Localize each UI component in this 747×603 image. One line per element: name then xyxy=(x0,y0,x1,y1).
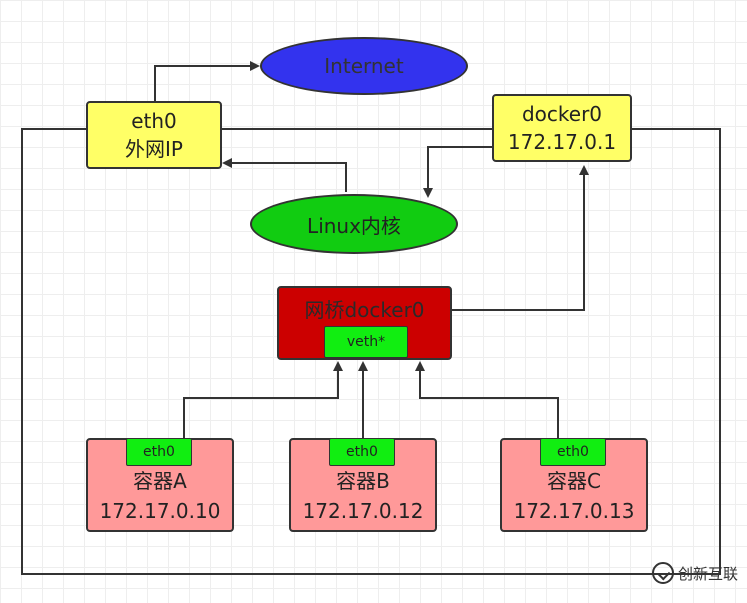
host-boundary xyxy=(21,128,721,575)
brand-logo-icon xyxy=(652,562,674,584)
container-a-eth0: eth0 xyxy=(126,438,192,466)
docker0-ip: 172.17.0.1 xyxy=(507,130,617,154)
linux-kernel-node: Linux内核 xyxy=(250,194,458,254)
watermark: 创新互联 xyxy=(652,562,738,584)
container-c-nic-label: eth0 xyxy=(557,444,589,460)
docker0-node: docker0 172.17.0.1 xyxy=(492,94,632,162)
arrow-containerC-to-bridge xyxy=(415,361,559,438)
internet-node: Internet xyxy=(260,37,468,95)
veth-interface: veth* xyxy=(324,326,408,358)
container-a-ip: 172.17.0.10 xyxy=(99,499,221,523)
container-b-name: 容器B xyxy=(336,469,390,493)
arrow-bridge-to-docker0 xyxy=(452,165,589,311)
arrow-kernel-to-eth0 xyxy=(222,158,347,192)
bridge-label: 网桥docker0 xyxy=(304,298,425,322)
container-b-nic-label: eth0 xyxy=(346,444,378,460)
linux-kernel-label: Linux内核 xyxy=(307,213,401,238)
container-b-eth0: eth0 xyxy=(329,438,395,466)
container-a-name: 容器A xyxy=(133,469,187,493)
internet-label: Internet xyxy=(324,54,404,78)
container-b-node: eth0 容器B 172.17.0.12 xyxy=(289,438,437,532)
arrow-docker0-to-kernel xyxy=(423,146,492,198)
container-a-nic-label: eth0 xyxy=(143,444,175,460)
container-c-node: eth0 容器C 172.17.0.13 xyxy=(500,438,648,532)
container-b-ip: 172.17.0.12 xyxy=(302,499,424,523)
host-eth0-node: eth0 外网IP xyxy=(86,101,222,169)
host-eth0-sublabel: 外网IP xyxy=(125,137,183,161)
container-a-node: eth0 容器A 172.17.0.10 xyxy=(86,438,234,532)
arrow-containerA-to-bridge xyxy=(183,361,343,438)
arrow-eth0-to-internet xyxy=(154,61,260,101)
watermark-text: 创新互联 xyxy=(678,564,739,583)
container-c-ip: 172.17.0.13 xyxy=(513,499,635,523)
docker0-label: docker0 xyxy=(521,102,603,126)
container-c-name: 容器C xyxy=(547,469,601,493)
container-c-eth0: eth0 xyxy=(540,438,606,466)
host-eth0-label: eth0 xyxy=(131,109,177,133)
veth-label: veth* xyxy=(346,334,386,350)
bridge-docker0-node: 网桥docker0 veth* xyxy=(277,286,452,360)
